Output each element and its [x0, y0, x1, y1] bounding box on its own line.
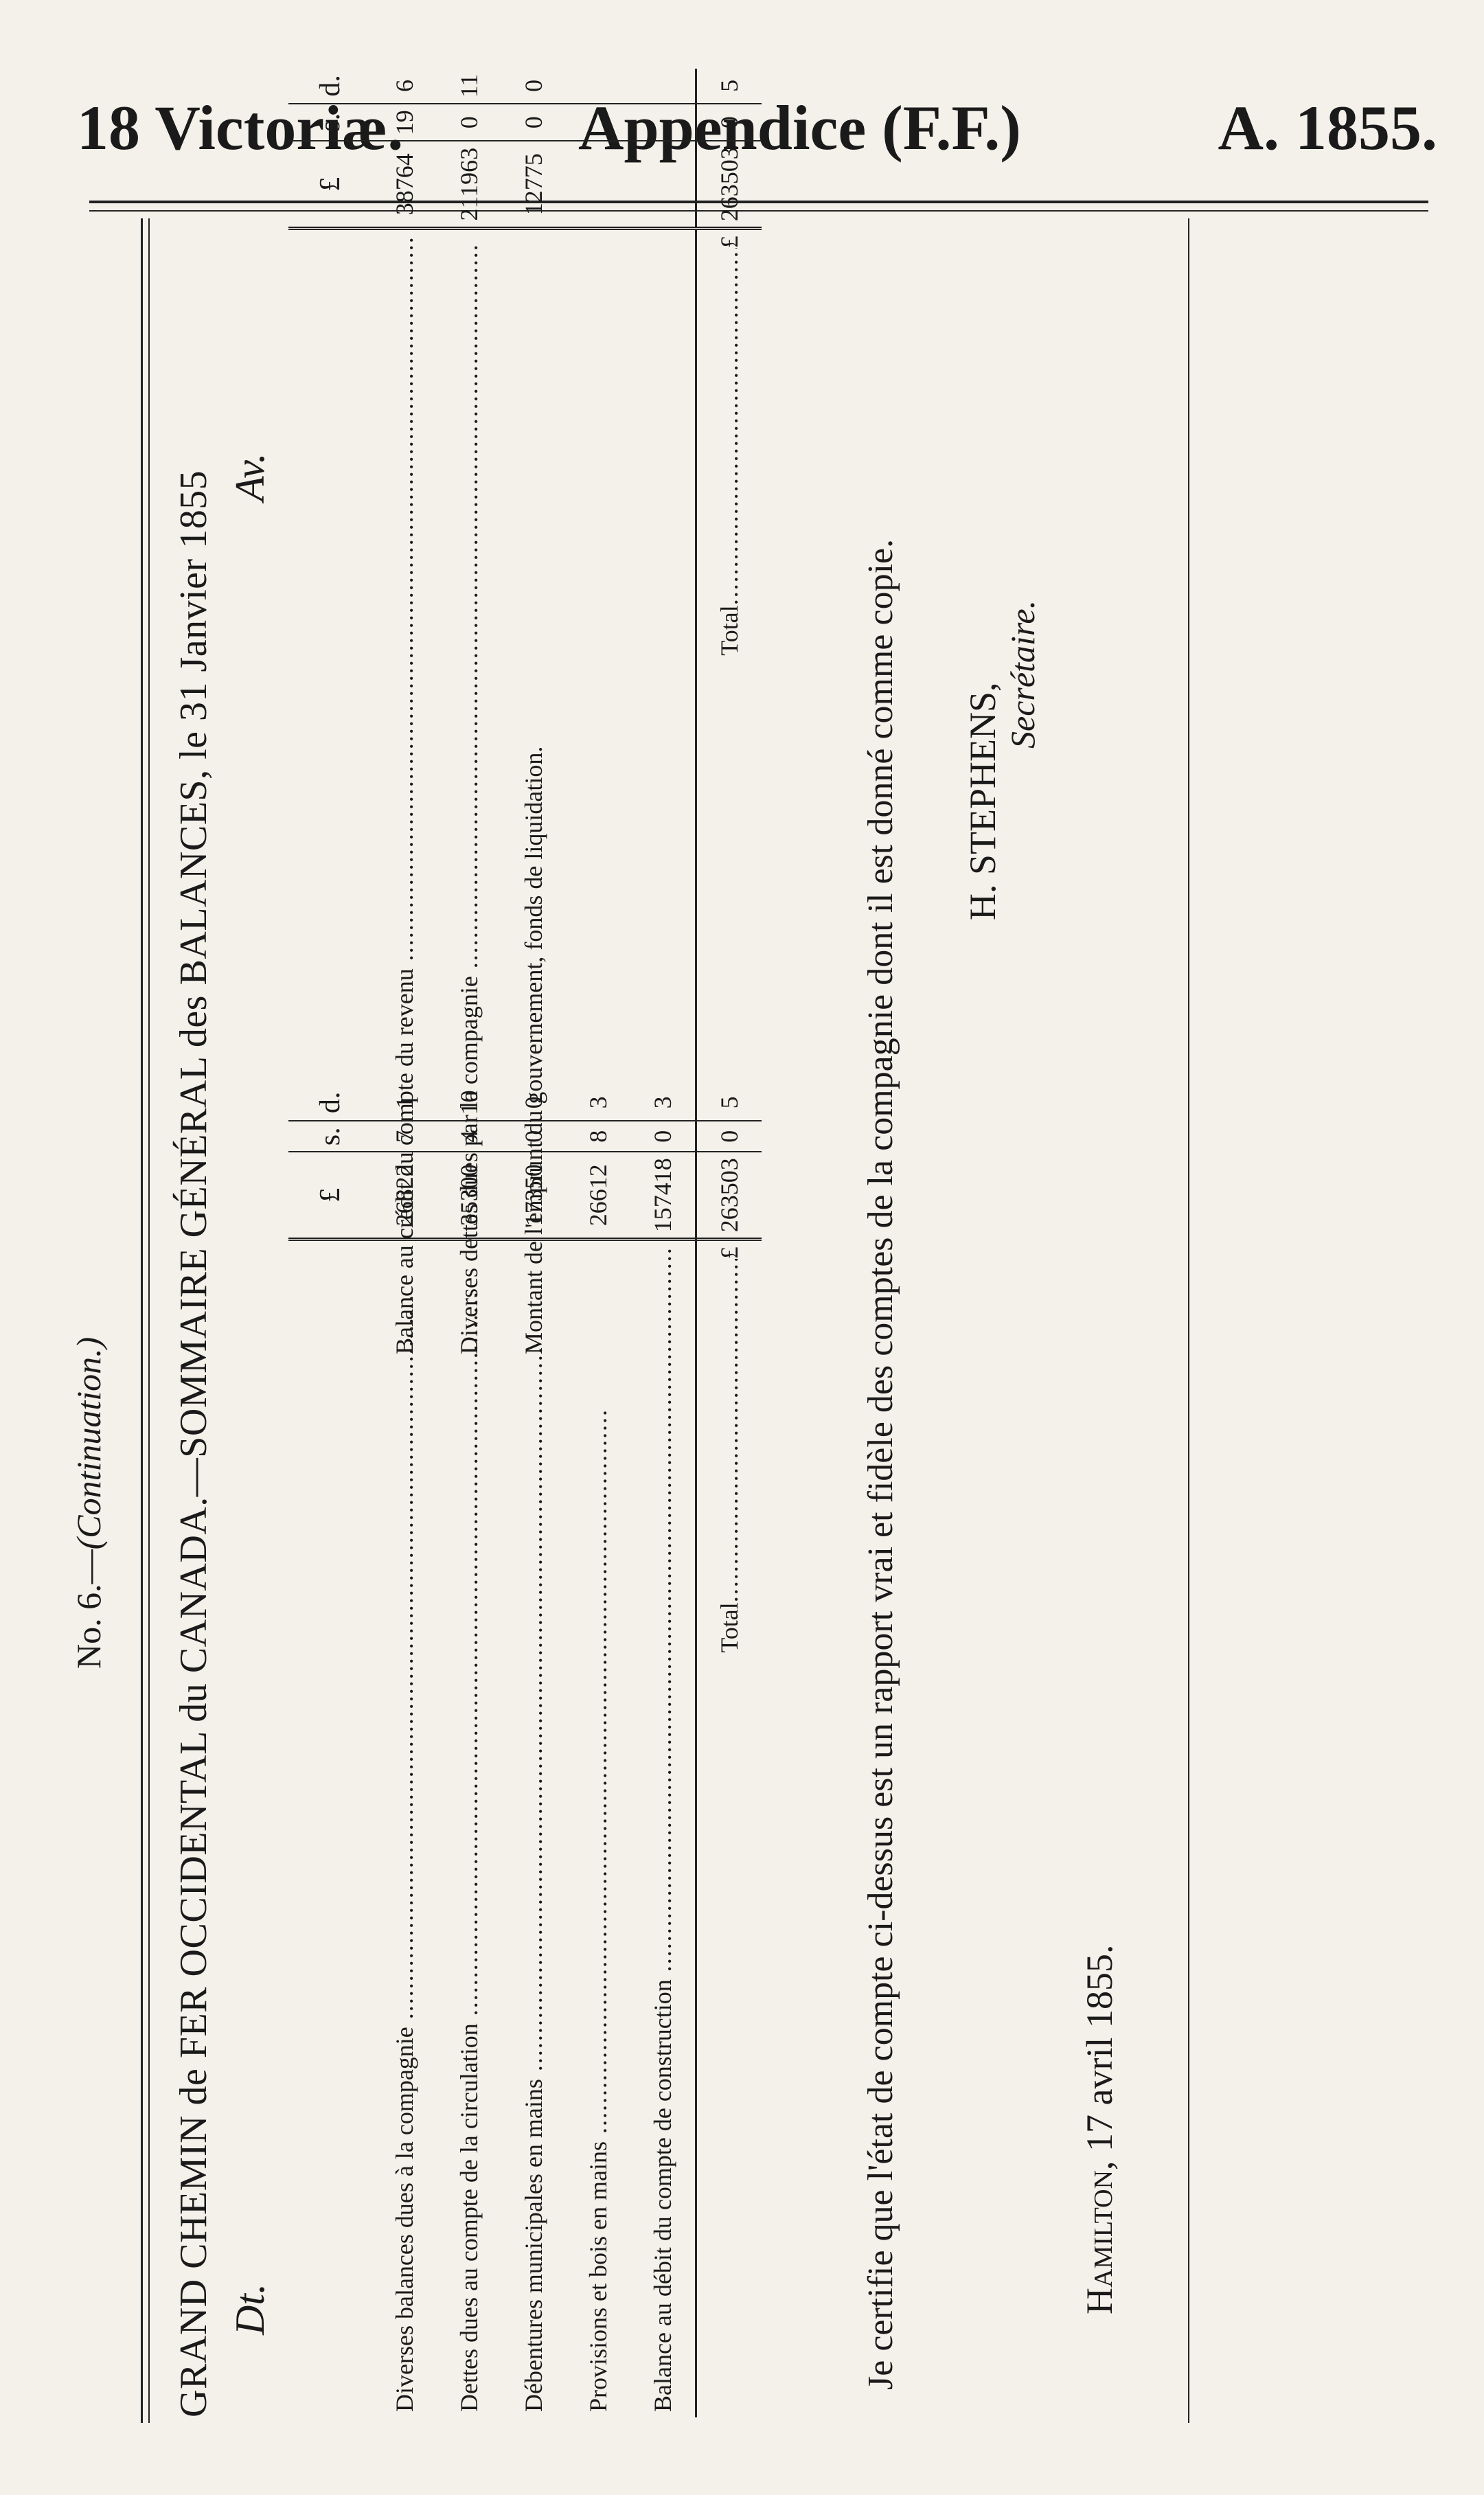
header-session: 18 Victoriæ.	[77, 93, 404, 163]
row-shillings: 19	[372, 104, 437, 141]
table-row-empty	[566, 68, 630, 1360]
row-desc: Provisions et bois en mains	[566, 1240, 630, 2417]
credit-label: Av.	[227, 453, 273, 501]
credit-total-row: Total£ 263503 0 5	[696, 68, 762, 1360]
table-row: Montant de l'emprunt du gouvernement, fo…	[501, 68, 566, 1360]
credit-table: £ s. d. Balance au crédit du compte du r…	[288, 68, 762, 1360]
row-pounds: 12775	[501, 141, 566, 229]
header-rule-thin	[89, 210, 1428, 212]
row-shillings: 0	[437, 104, 501, 141]
date: 17 avril 1855.	[1079, 1944, 1120, 2152]
row-desc: Balance au crédit du compte du revenu	[372, 229, 437, 1360]
credit-pounds-header: £	[288, 141, 372, 229]
rotated-statement: No. 6.—(Continuation.) GRAND CHEMIN de F…	[69, 68, 1222, 2417]
header-appendix: Appendice (F.F.)	[578, 93, 1021, 163]
place: Hamilton,	[1079, 2161, 1120, 2314]
continuation-prefix: No. 6.—	[69, 1549, 108, 1669]
row-pence: 11	[437, 68, 501, 104]
debit-label: Dt.	[227, 2283, 273, 2335]
table-row-empty	[630, 68, 696, 1360]
certification-text: Je certifie que l'état de compte ci-dess…	[861, 538, 900, 2390]
row-desc: Débentures municipales en mains	[501, 1240, 566, 2417]
row-pounds: 211963	[437, 141, 501, 229]
credit-desc-header	[288, 229, 372, 1360]
table-row: Diverses dettes dues par la compagnie 21…	[437, 68, 501, 1360]
credit-shillings-header: s.	[288, 104, 372, 141]
frame-line-left	[141, 218, 143, 2423]
continuation-note: No. 6.—(Continuation.)	[69, 1337, 109, 1669]
statement-title: GRAND CHEMIN de FER OCCIDENTAL du CANADA…	[172, 470, 215, 2417]
row-shillings: 0	[501, 104, 566, 141]
signature-name: H. STEPHENS,	[962, 682, 1003, 920]
header-year: A. 1855.	[1218, 93, 1437, 163]
debit-desc-header	[288, 1240, 372, 2417]
frame-line-right	[1188, 218, 1189, 2423]
row-desc: Montant de l'emprunt du gouvernement, fo…	[520, 746, 547, 1354]
continuation-text: (Continuation.)	[69, 1336, 108, 1550]
header-rule	[89, 201, 1428, 203]
place-date: Hamilton, 17 avril 1855.	[1078, 1945, 1121, 2314]
row-pence: 0	[501, 68, 566, 104]
row-pence: 6	[372, 68, 437, 104]
row-desc: Dettes dues au compte de la circulation	[437, 1240, 501, 2417]
row-desc: Diverses dettes dues par la compagnie	[437, 229, 501, 1360]
frame-line-left-inner	[148, 218, 150, 2423]
total-pence: 5	[696, 68, 762, 104]
total-pounds: 263503	[696, 141, 762, 229]
total-shillings: 0	[696, 104, 762, 141]
total-label: Total£	[696, 1239, 762, 2417]
credit-pence-header: d.	[288, 68, 372, 104]
credit-header-row: £ s. d.	[288, 68, 372, 1360]
row-desc: Diverses balances dues à la compagnie	[372, 1240, 437, 2417]
table-row: Balance au crédit du compte du revenu 38…	[372, 68, 437, 1360]
total-label: Total£	[696, 228, 762, 1360]
row-pounds: 38764	[372, 141, 437, 229]
signature-role: Secrétaire.	[1003, 600, 1042, 749]
row-desc: Balance au débit du compte de constructi…	[630, 1240, 696, 2417]
